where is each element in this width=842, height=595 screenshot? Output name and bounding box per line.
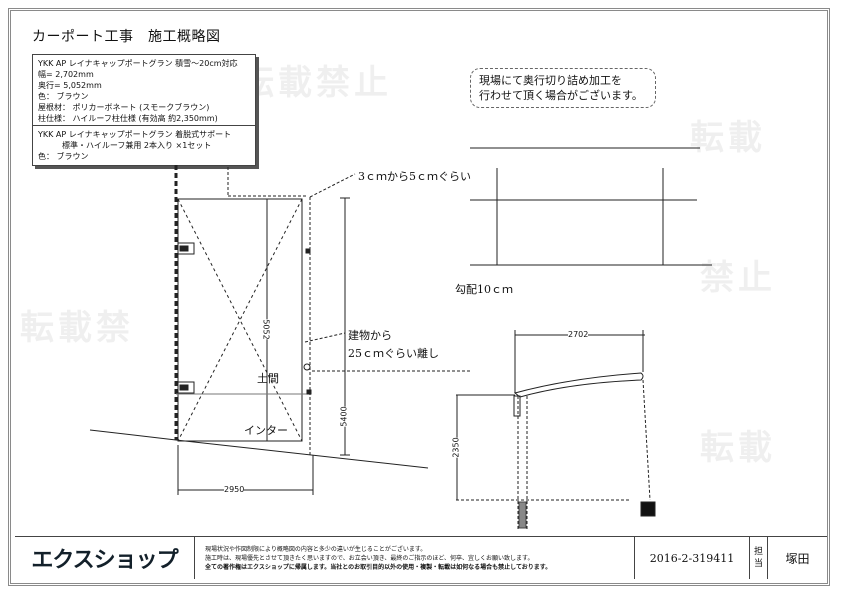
disclaimer-line: 全ての著作権はエクスショップに帰属します。当社とのお取引目的以外の使用・複製・転… — [205, 563, 552, 571]
intercom-label: インター — [244, 424, 288, 437]
spec-box-support: YKK AP レイナキャップポートグラン 着脱式サポート 標準・ハイルーフ兼用 … — [32, 125, 256, 166]
staff-label-1: 担 — [753, 547, 763, 557]
order-code: 2016-2-319411 — [635, 537, 750, 579]
staff-label: 担当 — [750, 537, 768, 579]
spec-line: 柱仕様： ハイルーフ柱仕様 (有効高 約2,350mm) — [38, 114, 218, 123]
spec-line: 標準・ハイルーフ兼用 2本入り ×1セット — [38, 141, 212, 150]
drawing-frame — [8, 8, 830, 586]
carport-roof-plan — [177, 198, 303, 442]
staff-label-2: 当 — [753, 559, 763, 569]
roof-diagonal — [177, 198, 303, 442]
page-title: カーポート工事 施工概略図 — [32, 29, 221, 45]
spec-line: 色： ブラウン — [38, 152, 89, 161]
note-line: 現場にて奥行切り詰め加工を — [479, 74, 622, 87]
note-line: 行わせて頂く場合がございます。 — [479, 89, 643, 102]
elevation-roof — [513, 372, 644, 398]
roof-diagonal — [177, 198, 303, 442]
spec-line: YKK AP レイナキャップポートグラン 着脱式サポート — [38, 130, 232, 139]
spec-line: 幅= 2,702mm — [38, 70, 94, 79]
watermark: 転載 — [700, 428, 776, 468]
gap-note: 3ｃｍから5ｃｍぐらい — [358, 170, 471, 183]
depth-dim-label: 5052 — [261, 319, 271, 340]
doma-label: 土間 — [257, 372, 279, 385]
spec-line: 屋根材： ポリカーボネート (スモークブラウン) — [38, 103, 210, 112]
width-dim-label: 2950 — [224, 485, 245, 494]
building-note-2: 25ｃｍぐらい離し — [348, 347, 439, 360]
watermark: 転載禁 — [20, 308, 134, 348]
company-logo: エクスショップ — [15, 537, 195, 579]
disclaimer-line: 施工時は、現場優先とさせて頂きたく思いますので、お立会い頂き、最終のご指示のほど… — [205, 554, 534, 562]
post-foundation — [518, 501, 527, 529]
elevation-post — [513, 395, 521, 417]
elevation-width-label: 2702 — [568, 330, 589, 339]
building-note-1: 建物から — [348, 329, 392, 342]
support-foundation — [640, 501, 656, 517]
spec-line: 奥行= 5,052mm — [38, 81, 102, 90]
title-block: エクスショップ 現場状況や作図制限により概略図の内容と多少の違いが生じることがご… — [15, 536, 827, 579]
watermark: 転載禁止 — [240, 63, 392, 103]
elevation-height-label: 2350 — [451, 437, 461, 458]
trim-note: 現場にて奥行切り詰め加工を行わせて頂く場合がございます。 — [470, 68, 656, 108]
disclaimer-line: 現場状況や作図制限により概略図の内容と多少の違いが生じることがございます。 — [205, 545, 427, 553]
spec-line: 色： ブラウン — [38, 92, 89, 101]
spec-line: YKK AP レイナキャップポートグラン 積雪～20cm対応 — [38, 59, 238, 68]
road-line — [89, 429, 177, 441]
staff-name: 塚田 — [785, 551, 810, 566]
slope-label: 勾配10ｃｍ — [455, 283, 513, 296]
total-dim-label: 5400 — [339, 406, 349, 427]
disclaimer: 現場状況や作図制限により概略図の内容と多少の違いが生じることがございます。 施工… — [195, 537, 635, 579]
watermark: 転載 — [690, 118, 766, 158]
